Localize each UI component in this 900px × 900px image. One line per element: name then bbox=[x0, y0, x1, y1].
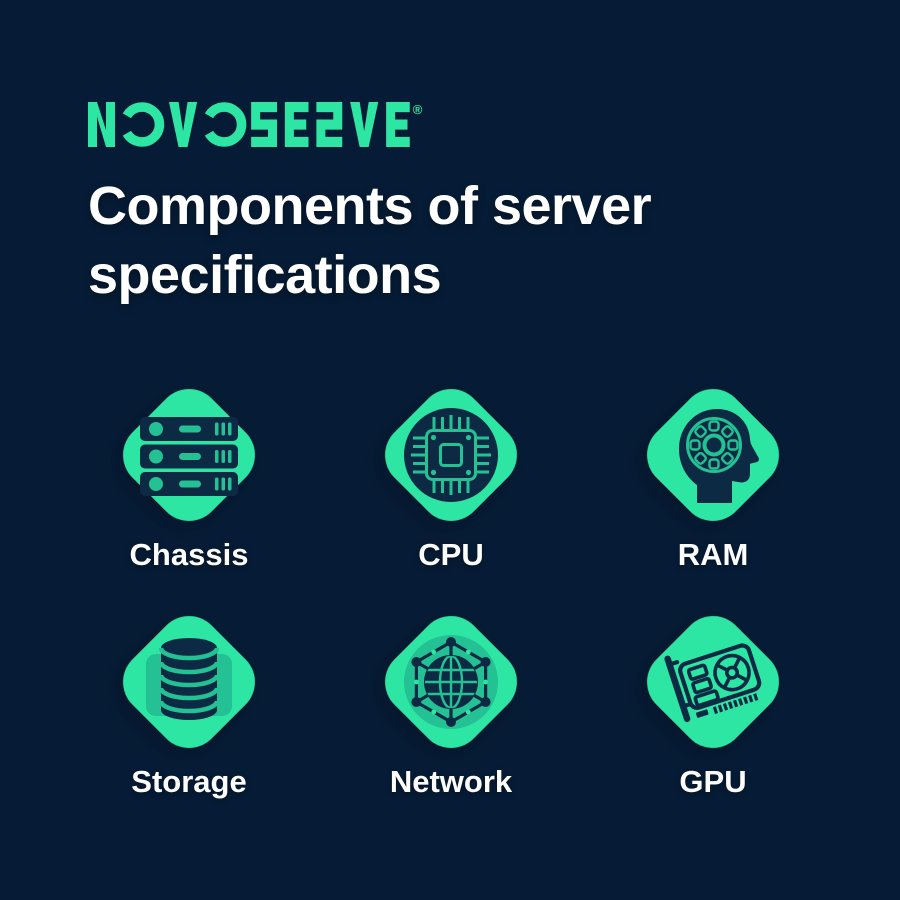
tile-label-gpu: GPU bbox=[679, 764, 747, 799]
chassis-icon bbox=[140, 417, 238, 496]
storage-icon bbox=[146, 638, 232, 720]
component-tile-storage: Storage bbox=[58, 602, 320, 802]
title-line-2: specifications bbox=[88, 245, 442, 305]
tile-badge bbox=[371, 375, 531, 535]
component-tile-cpu: CPU bbox=[320, 375, 582, 575]
gpu-icon bbox=[664, 643, 762, 723]
registered-trademark-symbol: ® bbox=[412, 102, 423, 117]
network-icon bbox=[404, 635, 498, 729]
tile-badge bbox=[633, 602, 793, 762]
page-title: Components of server specifications bbox=[88, 172, 652, 310]
tile-label-storage: Storage bbox=[131, 764, 247, 799]
tile-label-chassis: Chassis bbox=[129, 537, 249, 572]
component-tile-network: Network bbox=[320, 602, 582, 802]
tile-label-cpu: CPU bbox=[418, 537, 484, 572]
component-tile-gpu: GPU bbox=[582, 602, 844, 802]
title-line-1: Components of server bbox=[88, 176, 652, 236]
components-grid: Chassis bbox=[58, 375, 844, 802]
tile-badge bbox=[109, 602, 269, 762]
tile-label-network: Network bbox=[389, 764, 513, 799]
novoserve-wordmark-icon bbox=[88, 102, 410, 147]
component-tile-ram: RAM bbox=[582, 375, 844, 575]
tile-badge bbox=[109, 375, 269, 535]
novoserve-logo: NOVOSERVE ® bbox=[88, 102, 422, 147]
ram-icon bbox=[679, 409, 759, 503]
cpu-icon bbox=[404, 408, 498, 502]
component-tile-chassis: Chassis bbox=[58, 375, 320, 575]
tile-label-ram: RAM bbox=[677, 537, 749, 572]
tile-badge bbox=[633, 375, 793, 535]
tile-badge bbox=[371, 602, 531, 762]
